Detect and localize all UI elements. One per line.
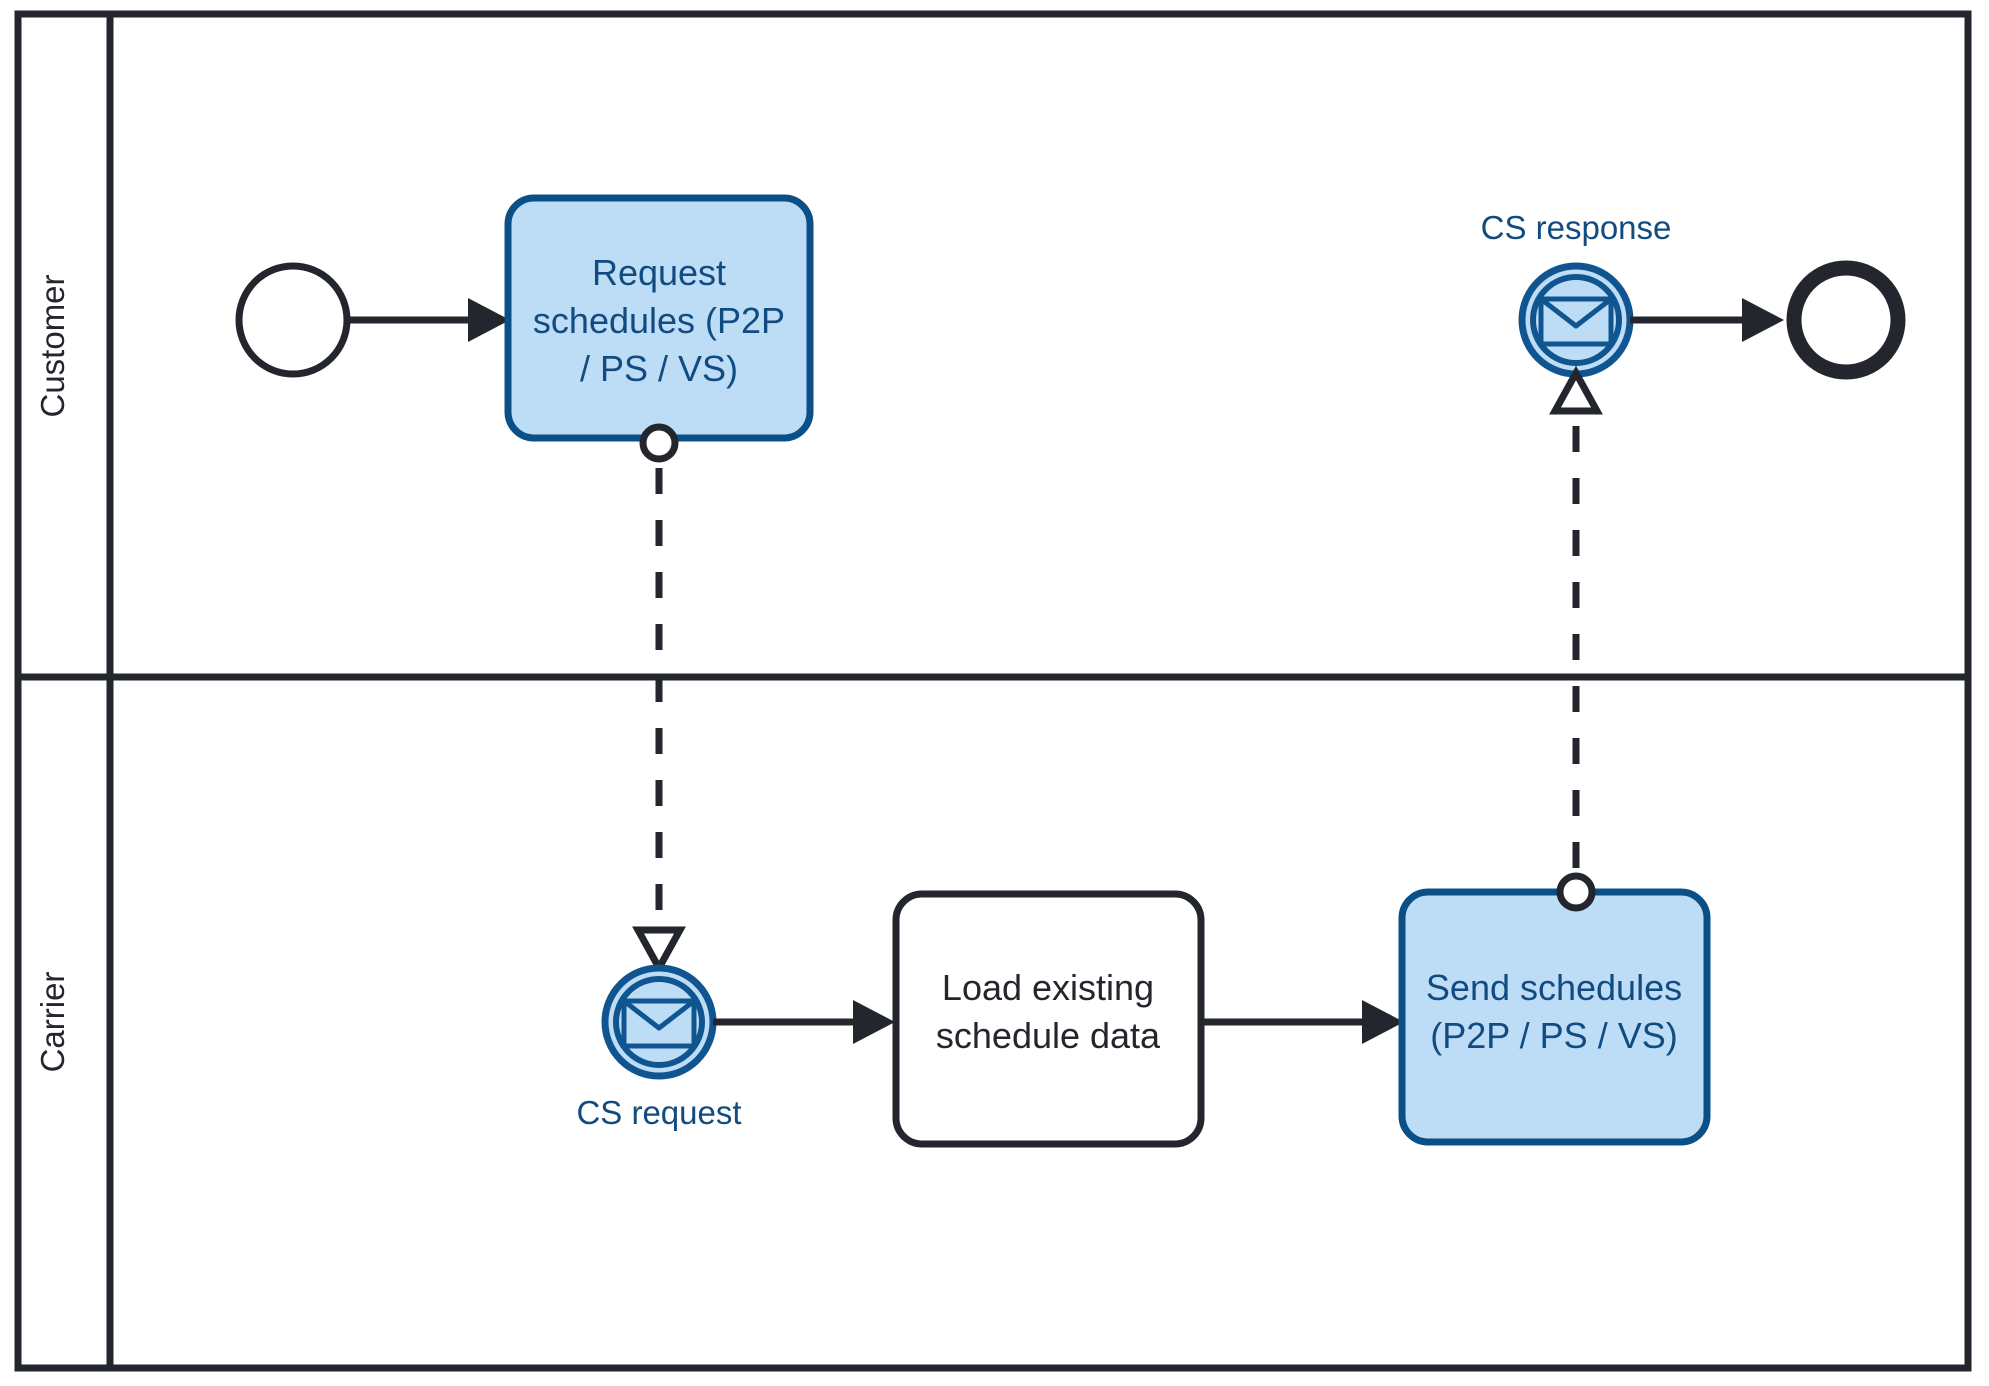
sequence-flow-arrowhead <box>853 1000 895 1044</box>
lane-label-carrier-text: Carrier <box>34 972 71 1073</box>
lane-label-carrier: Carrier <box>34 972 71 1073</box>
start-event[interactable] <box>235 262 351 378</box>
sequence-flow-request-to-load <box>713 1000 895 1044</box>
task-send-schedules[interactable]: Send schedules (P2P / PS / VS) <box>1398 888 1711 1146</box>
message-event-cs-response-inner-circle <box>1530 274 1622 366</box>
task-load-schedule-data-line-1: Load existing <box>942 967 1154 1008</box>
task-request-schedules-line-3: / PS / VS) <box>580 348 738 389</box>
task-load-schedule-data-line-2: schedule data <box>936 1015 1161 1056</box>
sequence-flow-arrowhead <box>1362 1000 1404 1044</box>
sequence-flow-load-to-send <box>1201 1000 1404 1044</box>
task-send-schedules-line-2: (P2P / PS / VS) <box>1430 1015 1677 1056</box>
task-send-schedules-line-1: Send schedules <box>1426 967 1682 1008</box>
message-flow-cs-request-source-circle <box>639 423 679 463</box>
pool <box>14 10 1972 1372</box>
envelope-icon-flap <box>1538 296 1614 329</box>
start-event-circle[interactable] <box>235 262 351 378</box>
sequence-flow-start-to-request <box>347 298 510 342</box>
message-event-cs-request-inner-circle <box>613 976 705 1068</box>
task-request-schedules-line-2: schedules (P2P <box>533 300 785 341</box>
task-request-schedules-line-1: Request <box>592 252 726 293</box>
task-load-schedule-data[interactable]: Load existing schedule data <box>892 890 1205 1148</box>
message-event-cs-response[interactable]: CS response <box>1481 209 1672 378</box>
task-request-schedules[interactable]: Request schedules (P2P / PS / VS) <box>504 194 814 442</box>
lane-label-customer: Customer <box>34 274 71 417</box>
message-flow-cs-request <box>632 423 686 976</box>
message-flow-cs-response-arrowhead <box>1549 365 1603 415</box>
envelope-icon <box>621 998 697 1049</box>
message-event-cs-request-label: CS request <box>576 1094 741 1131</box>
envelope-icon <box>1538 296 1614 347</box>
message-event-cs-response-label: CS response <box>1481 209 1672 246</box>
end-event[interactable] <box>1786 260 1906 380</box>
message-flow-cs-response-source-circle <box>1556 872 1596 912</box>
message-flow-cs-response <box>1549 365 1603 912</box>
pool-border <box>14 10 1972 1372</box>
task-send-schedules-box[interactable] <box>1398 888 1711 1146</box>
sequence-flow-response-to-end <box>1630 298 1784 342</box>
lane-label-customer-text: Customer <box>34 274 71 417</box>
message-event-cs-request[interactable]: CS request <box>576 964 742 1131</box>
end-event-circle[interactable] <box>1786 260 1906 380</box>
sequence-flow-arrowhead <box>468 298 510 342</box>
envelope-icon-flap <box>621 998 697 1031</box>
message-flow-cs-request-arrowhead <box>632 926 686 976</box>
sequence-flow-arrowhead <box>1742 298 1784 342</box>
